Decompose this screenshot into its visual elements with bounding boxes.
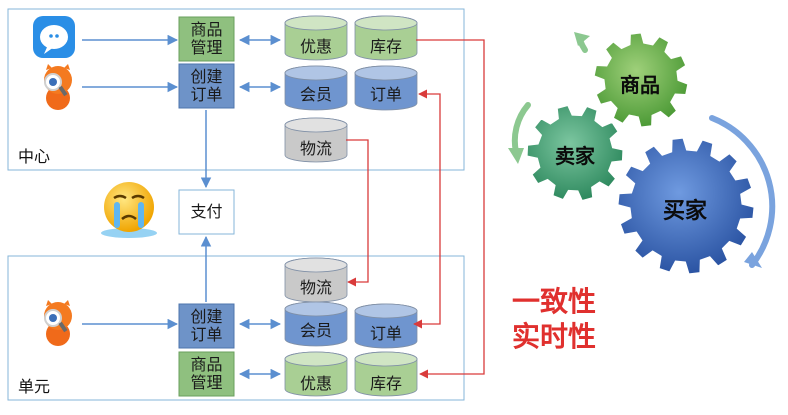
mascot-icon (44, 64, 72, 110)
inventory-top-cylinder (354, 15, 418, 61)
inventory-sync-arrow (416, 39, 485, 379)
gear-goods-label: 商品 (620, 73, 660, 97)
member-bottom-label: 会员 (299, 321, 332, 340)
goods-gear (593, 32, 689, 128)
gear-buyer-label: 买家 (662, 199, 707, 224)
logistics-bottom-label: 物流 (299, 278, 332, 297)
gear-seller-label: 卖家 (555, 144, 595, 168)
consistency-label: 一致性 (512, 285, 597, 318)
goods-mgmt-top-label: 商品 管理 (179, 21, 234, 57)
payment-label: 支付 (190, 202, 223, 221)
coupon-top-label: 优惠 (299, 37, 332, 56)
seller-rotation-arrowhead (508, 148, 524, 164)
inventory-bottom-label: 库存 (369, 374, 402, 393)
order-bottom-label: 订单 (369, 324, 402, 343)
seller-rotation-arrow (511, 102, 531, 155)
coupon-bottom-cylinder (284, 351, 348, 397)
unit-region-frame (7, 255, 465, 401)
coupon-bottom-label: 优惠 (299, 374, 332, 393)
mascot-icon (44, 300, 72, 346)
logistics-top-cylinder (284, 117, 348, 163)
goods-mgmt-bottom-label: 商品 管理 (179, 356, 234, 392)
center-region-label: 中心 (18, 147, 51, 166)
center-region-frame (7, 8, 465, 171)
goods-mgmt-bottom-line2: 管理 (190, 373, 223, 392)
seller-gear (526, 104, 624, 202)
create-order-bottom-line2: 订单 (190, 325, 223, 344)
unit-region-label: 单元 (18, 377, 51, 396)
create-order-box-bottom (178, 303, 235, 349)
inventory-top-label: 库存 (369, 37, 402, 56)
order-sync-arrow (413, 89, 441, 329)
create-order-top-line2: 订单 (190, 85, 223, 104)
create-order-top-label: 创建 订单 (179, 68, 234, 104)
crying-emoji-icon (101, 182, 157, 238)
create-order-box-top (178, 63, 235, 109)
logistics-bottom-cylinder (284, 257, 348, 303)
logistics-top-label: 物流 (299, 139, 332, 158)
realtime-label: 实时性 (512, 320, 597, 353)
payment-box (178, 189, 235, 235)
goods-mgmt-box-top (178, 16, 235, 62)
buyer-rotation-arrow (709, 115, 776, 268)
create-order-bottom-label: 创建 订单 (179, 308, 234, 344)
member-top-label: 会员 (299, 85, 332, 104)
logistics-sync-arrow (346, 139, 369, 287)
coupon-top-cylinder (284, 15, 348, 61)
member-bottom-cylinder (284, 301, 348, 347)
inventory-bottom-cylinder (354, 351, 418, 397)
create-order-top-line1: 创建 (190, 67, 223, 86)
order-top-label: 订单 (369, 85, 402, 104)
buyer-rotation-arrowhead (744, 252, 762, 268)
order-bottom-cylinder (354, 303, 418, 349)
chat-app-icon (33, 16, 75, 58)
goods-mgmt-top-line2: 管理 (190, 38, 223, 57)
create-order-bottom-line1: 创建 (190, 307, 223, 326)
buyer-gear (617, 137, 755, 275)
goods-mgmt-bottom-line1: 商品 (190, 355, 223, 374)
goods-rotation-arrowhead (574, 32, 590, 46)
goods-mgmt-top-line1: 商品 (190, 20, 223, 39)
goods-mgmt-box-bottom (178, 351, 235, 397)
member-top-cylinder (284, 65, 348, 111)
